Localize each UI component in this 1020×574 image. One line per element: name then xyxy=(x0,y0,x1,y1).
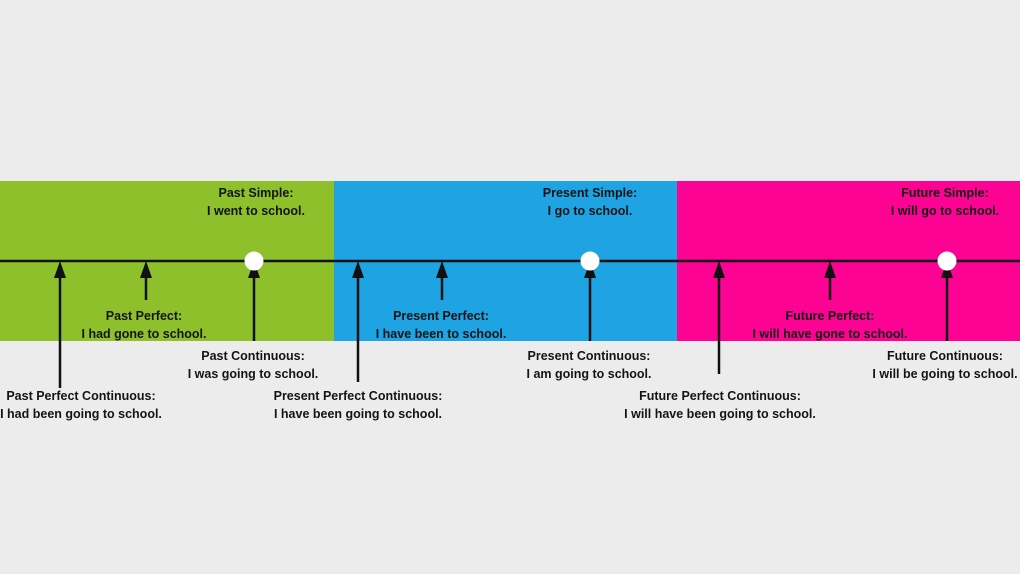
present-perfect-label: Present Perfect: I have been to school. xyxy=(376,307,507,343)
past-perfect-label: Past Perfect: I had gone to school. xyxy=(82,307,207,343)
future-simple-title: Future Simple: xyxy=(901,186,989,200)
past-perfect-continuous-example: I had been going to school. xyxy=(0,407,162,421)
present-perfect-title: Present Perfect: xyxy=(393,309,489,323)
past-simple-title: Past Simple: xyxy=(218,186,294,200)
present-perfect-continuous-arrow xyxy=(352,261,364,382)
future-perfect-continuous-label: Future Perfect Continuous: I will have b… xyxy=(624,387,816,423)
future-simple-point xyxy=(937,251,957,271)
past-continuous-label: Past Continuous: I was going to school. xyxy=(188,347,319,383)
present-perfect-example: I have been to school. xyxy=(375,327,507,341)
present-continuous-arrow xyxy=(584,261,596,341)
future-continuous-title: Future Continuous: xyxy=(887,349,1003,363)
future-perfect-label: Future Perfect: I will have gone to scho… xyxy=(753,307,908,343)
past-continuous-title: Past Continuous: xyxy=(201,349,305,363)
future-perfect-continuous-arrow xyxy=(713,261,725,374)
present-continuous-title: Present Continuous: xyxy=(527,349,651,363)
past-perfect-example: I had gone to school. xyxy=(81,327,207,341)
future-perfect-continuous-example: I will have been going to school. xyxy=(624,407,816,421)
present-continuous-label: Present Continuous: I am going to school… xyxy=(527,347,652,383)
present-perfect-continuous-label: Present Perfect Continuous: I have been … xyxy=(274,387,443,423)
present-perfect-continuous-title: Present Perfect Continuous: xyxy=(273,389,443,403)
future-simple-example: I will go to school. xyxy=(890,204,1000,218)
present-continuous-example: I am going to school. xyxy=(526,367,652,381)
future-continuous-example: I will be going to school. xyxy=(872,367,1018,381)
present-simple-example: I go to school. xyxy=(547,204,633,218)
past-perfect-title: Past Perfect: xyxy=(105,309,183,323)
present-perfect-continuous-example: I have been going to school. xyxy=(273,407,443,421)
past-continuous-example: I was going to school. xyxy=(187,367,319,381)
past-perfect-continuous-label: Past Perfect Continuous: I had been goin… xyxy=(0,387,162,423)
past-perfect-continuous-arrow xyxy=(54,261,66,388)
present-simple-point xyxy=(580,251,600,271)
past-perfect-continuous-title: Past Perfect Continuous: xyxy=(6,389,156,403)
present-perfect-arrow xyxy=(436,261,448,300)
past-perfect-arrow xyxy=(140,261,152,300)
future-continuous-label: Future Continuous: I will be going to sc… xyxy=(872,347,1017,383)
past-simple-example: I went to school. xyxy=(207,204,305,218)
present-simple-title: Present Simple: xyxy=(542,186,638,200)
past-simple-point xyxy=(244,251,264,271)
future-continuous-arrow xyxy=(941,261,953,341)
past-continuous-arrow xyxy=(248,261,260,341)
present-simple-label: Present Simple: I go to school. xyxy=(543,184,637,220)
past-simple-label: Past Simple: I went to school. xyxy=(207,184,305,220)
future-perfect-title: Future Perfect: xyxy=(785,309,875,323)
future-perfect-arrow xyxy=(824,261,836,300)
future-perfect-continuous-title: Future Perfect Continuous: xyxy=(639,389,801,403)
future-perfect-example: I will have gone to school. xyxy=(752,327,908,341)
future-simple-label: Future Simple: I will go to school. xyxy=(891,184,999,220)
